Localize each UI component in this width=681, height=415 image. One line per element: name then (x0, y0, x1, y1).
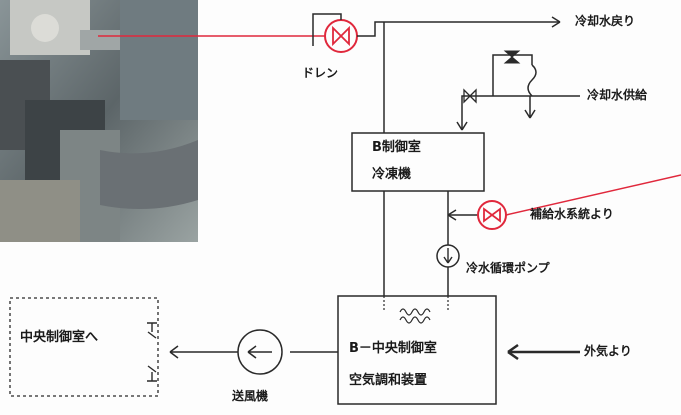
b-control-room-label: B制御室 (372, 140, 421, 155)
supply-valve-icon (463, 88, 477, 104)
outside-air-arrow (507, 343, 580, 361)
equipment-photo (0, 0, 198, 242)
supply-pipe (461, 95, 580, 130)
makeup-water-label: 補給水系統より (530, 207, 614, 221)
cooling-water-return-label: 冷却水戻り (575, 14, 636, 28)
pump-icon (436, 244, 460, 268)
chiller-box (351, 132, 485, 192)
drain-label: ドレン (302, 66, 339, 80)
b-central-control-room-label: B－中央制御室 (349, 341, 437, 356)
damper-icon (147, 322, 157, 382)
cooling-water-supply-label: 冷却水供給 (587, 88, 648, 102)
makeup-valve-icon (477, 200, 507, 230)
air-conditioning-unit-label: 空気調和装置 (349, 373, 428, 388)
chiller-label: 冷凍機 (372, 167, 412, 182)
coil-icon (383, 296, 449, 324)
central-control-room-box (9, 297, 159, 397)
makeup-pointer-line (505, 174, 681, 216)
air-handling-unit-box (337, 295, 497, 405)
outside-air-label: 外気より (584, 344, 632, 358)
fan-icon (237, 329, 283, 375)
arrow-icon (551, 16, 561, 28)
drain-valve-icon (324, 19, 358, 53)
blower-label: 送風機 (232, 389, 269, 403)
bypass-valve-icon (503, 50, 521, 64)
central-control-room-label: 中央制御室へ (20, 330, 99, 345)
return-pipe (357, 21, 560, 37)
chilled-water-pump-label: 冷水循環ポンプ (466, 261, 550, 275)
